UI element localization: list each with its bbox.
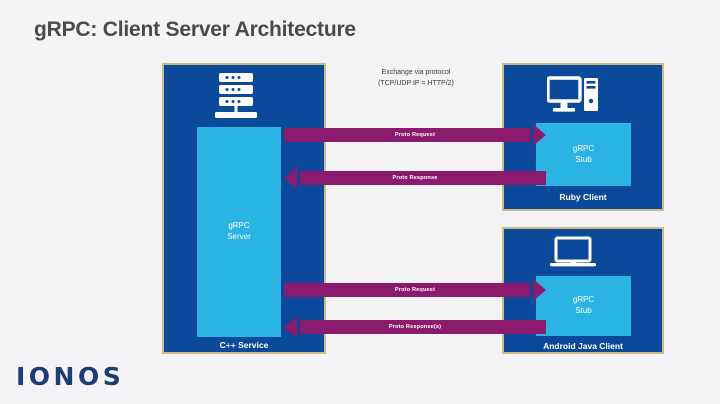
grpc-stub-ruby-label-line2: Stub: [575, 154, 592, 164]
grpc-stub-block-android: gRPC Stub: [536, 276, 631, 336]
grpc-stub-android-label-line1: gRPC: [572, 295, 595, 305]
arrow-head-right-icon: [533, 279, 546, 301]
server-rack-icon: [213, 72, 259, 120]
grpc-stub-android-label-line2: Stub: [575, 306, 592, 315]
arrow-bottom-proto-response: Proto Response(s): [284, 316, 546, 338]
grpc-server-block: gRPC Server: [197, 127, 281, 337]
desktop-computer-icon: [546, 76, 599, 116]
exchange-note-line2: (TCP/UDP IP = HTTP/2): [378, 79, 454, 87]
arrow-top-proto-response: Proto Response: [284, 167, 546, 189]
android-client-caption: Android Java Client: [543, 341, 623, 351]
arrow-shaft: [284, 128, 530, 142]
arrow-shaft: [300, 171, 546, 185]
page-title: gRPC: Client Server Architecture: [34, 18, 356, 41]
arrow-shaft: [284, 283, 530, 297]
laptop-icon: [549, 236, 597, 270]
arrow-head-left-icon: [284, 167, 297, 189]
server-caption: C++ Service: [219, 340, 269, 350]
arrow-bottom-proto-request: Proto Request: [284, 279, 546, 301]
grpc-server-label-line1: gRPC: [228, 221, 250, 231]
grpc-stub-block-ruby: gRPC Stub: [536, 123, 631, 186]
ruby-client-caption: Ruby Client: [559, 192, 607, 202]
exchange-protocol-note: Exchange via protocol (TCP/UDP IP = HTTP…: [351, 68, 481, 90]
ionos-logo: IONOS: [16, 362, 125, 391]
arrow-top-proto-request: Proto Request: [284, 124, 546, 146]
arrow-head-right-icon: [533, 124, 546, 146]
arrow-shaft: [300, 320, 546, 334]
arrow-head-left-icon: [284, 316, 297, 338]
grpc-server-label-line2: Server: [227, 232, 251, 241]
exchange-note-line1: Exchange via protocol: [381, 69, 451, 76]
grpc-stub-ruby-label-line1: gRPC: [572, 143, 595, 153]
